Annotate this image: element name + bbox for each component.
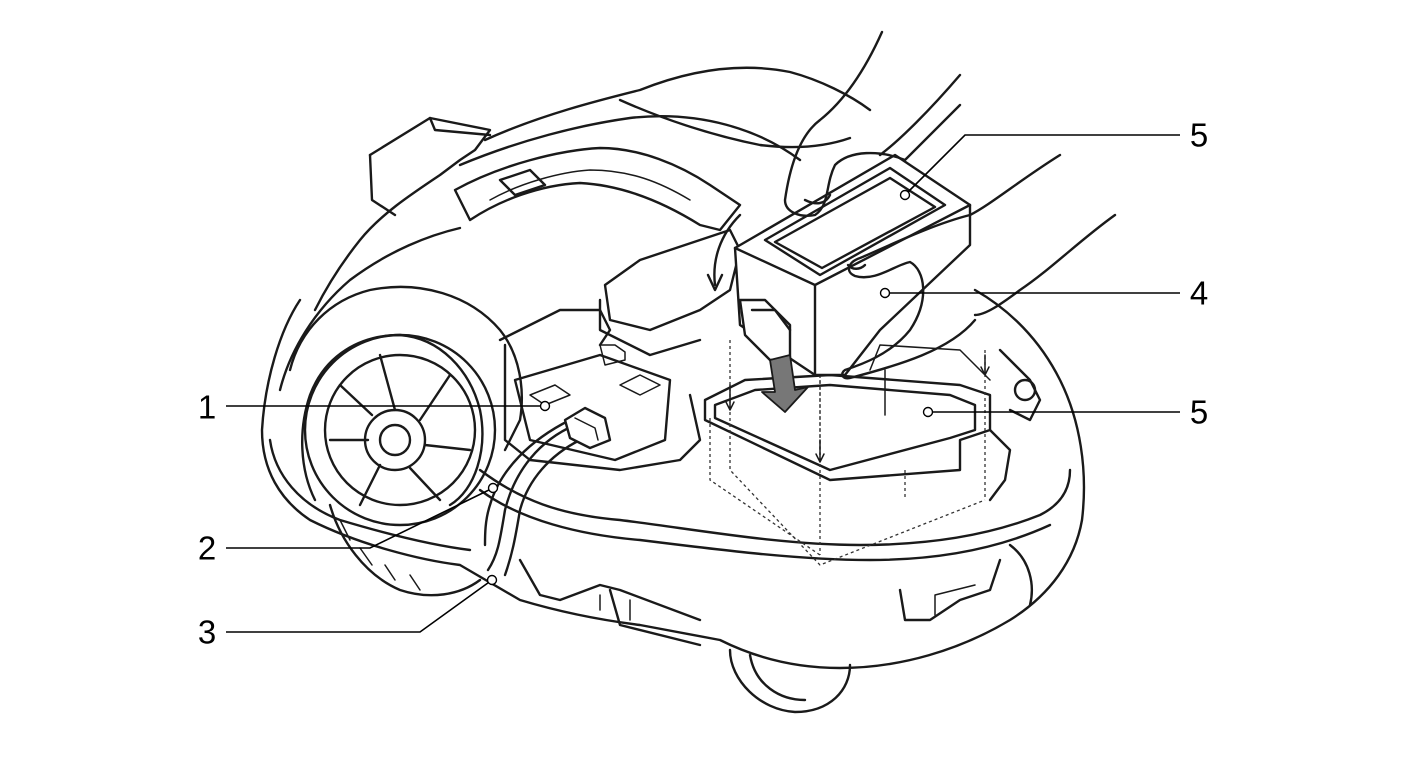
callout-leaders	[226, 134, 1180, 633]
battery-pack	[733, 153, 972, 377]
callout-5-bottom: 5	[1189, 393, 1209, 431]
insert-direction-arrows	[706, 213, 809, 413]
callout-1: 1	[197, 388, 217, 426]
callout-2: 2	[197, 529, 217, 567]
placement-guide-lines	[709, 340, 990, 566]
callout-4: 4	[1189, 274, 1209, 312]
callout-5-top: 5	[1189, 116, 1209, 154]
hands	[783, 30, 1117, 380]
callout-3: 3	[197, 613, 217, 651]
battery-cables	[483, 406, 612, 577]
mower-body	[260, 66, 1086, 714]
